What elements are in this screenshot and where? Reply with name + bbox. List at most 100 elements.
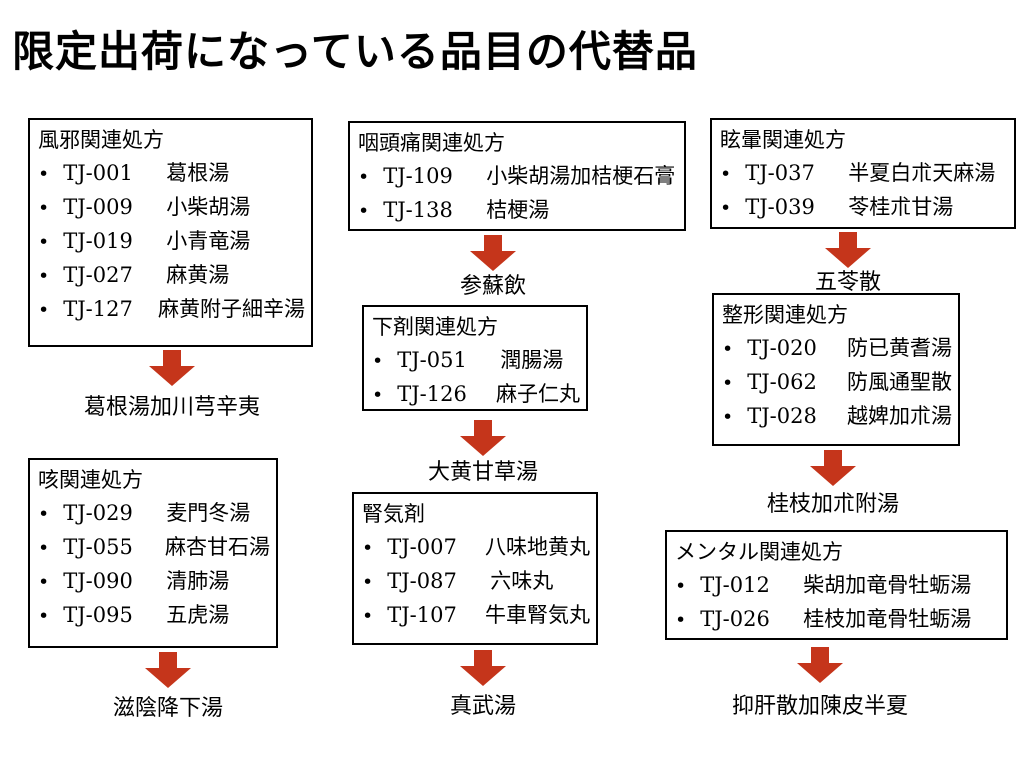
- formula-name: 牛車腎気丸: [485, 603, 590, 627]
- tj-code: TJ-027: [63, 263, 133, 287]
- prescription-list: TJ-029 麦門冬湯 TJ-055 麻杏甘石湯 TJ-090 清肺湯 TJ-095 五…: [38, 497, 270, 633]
- formula-name: 小青竜湯: [166, 229, 251, 253]
- down-arrow-icon: [460, 420, 506, 456]
- prescription-list: TJ-051 潤腸湯 TJ-126 麻子仁丸: [372, 344, 580, 412]
- formula-name: 麻黄湯: [166, 263, 230, 287]
- alternative-label: 大黄甘草湯: [427, 459, 538, 484]
- prescription-box-sore-throat: 咽頭痛関連処方 TJ-109 小柴胡湯加桔梗石膏 TJ-138 桔梗湯: [348, 121, 686, 231]
- alternative-label: 真武湯: [449, 693, 516, 718]
- list-item: TJ-107 牛車腎気丸: [362, 599, 590, 633]
- formula-name: 麻杏甘石湯: [165, 535, 270, 559]
- formula-name: 小柴胡湯加桔梗石膏: [486, 164, 676, 188]
- list-item: TJ-087 六味丸: [362, 565, 590, 599]
- formula-name: 苓桂朮甘湯: [848, 195, 954, 219]
- formula-name: 麻黄附子細辛湯: [158, 297, 305, 321]
- formula-name: 防已黄耆湯: [847, 336, 952, 360]
- down-arrow-icon: [797, 647, 843, 683]
- alternative-label: 桂枝加朮附湯: [766, 491, 899, 516]
- down-arrow-icon: [810, 450, 856, 486]
- tj-code: TJ-087: [387, 569, 457, 593]
- list-item: TJ-095 五虎湯: [38, 599, 270, 633]
- box-heading: 整形関連処方: [722, 303, 848, 327]
- tj-code: TJ-009: [63, 195, 133, 219]
- list-item: TJ-062 防風通聖散: [722, 366, 952, 400]
- box-heading: 咽頭痛関連処方: [358, 131, 505, 155]
- formula-name: 麻子仁丸: [496, 382, 580, 406]
- down-arrow-icon: [145, 652, 191, 688]
- down-arrow-icon: [149, 350, 195, 386]
- tj-code: TJ-109: [383, 164, 453, 188]
- formula-name: 葛根湯: [166, 161, 230, 185]
- box-heading: 風邪関連処方: [38, 128, 164, 152]
- prescription-box-laxative: 下剤関連処方 TJ-051 潤腸湯 TJ-126 麻子仁丸: [362, 305, 588, 411]
- prescription-box-orthopedic: 整形関連処方 TJ-020 防已黄耆湯 TJ-062 防風通聖散 TJ-028 越婢加…: [712, 293, 960, 446]
- box-heading: 下剤関連処方: [372, 315, 498, 339]
- formula-name: 五虎湯: [166, 603, 230, 627]
- tj-code: TJ-051: [397, 348, 467, 372]
- tj-code: TJ-107: [387, 603, 457, 627]
- tj-code: TJ-095: [63, 603, 133, 627]
- tj-code: TJ-127: [63, 297, 133, 321]
- tj-code: TJ-138: [383, 198, 453, 222]
- tj-code: TJ-090: [63, 569, 133, 593]
- tj-code: TJ-020: [747, 336, 817, 360]
- down-arrow-icon: [460, 650, 506, 686]
- prescription-box-cough: 咳関連処方 TJ-029 麦門冬湯 TJ-055 麻杏甘石湯 TJ-090 清肺湯 T…: [28, 458, 278, 648]
- list-item: TJ-126 麻子仁丸: [372, 378, 580, 412]
- alternative-label: 参蘇飲: [459, 273, 526, 298]
- formula-name: 半夏白朮天麻湯: [848, 161, 996, 185]
- formula-name: 清肺湯: [166, 569, 230, 593]
- list-item: TJ-039 苓桂朮甘湯: [720, 191, 1008, 225]
- alternative-label: 抑肝散加陳皮半夏: [731, 693, 908, 718]
- box-heading: 咳関連処方: [38, 468, 143, 492]
- tj-code: TJ-026: [700, 607, 770, 631]
- list-item: TJ-127 麻黄附子細辛湯: [38, 293, 305, 327]
- prescription-list: TJ-020 防已黄耆湯 TJ-062 防風通聖散 TJ-028 越婢加朮湯: [722, 332, 952, 434]
- alternative-label: 五苓散: [814, 269, 881, 294]
- formula-name: 越婢加朮湯: [847, 404, 952, 428]
- tj-code: TJ-055: [63, 535, 133, 559]
- tj-code: TJ-037: [745, 161, 815, 185]
- down-arrow-icon: [470, 235, 516, 271]
- box-heading: 腎気剤: [362, 502, 425, 526]
- tj-code: TJ-062: [747, 370, 817, 394]
- list-item: TJ-026 桂枝加竜骨牡蛎湯: [675, 603, 1000, 637]
- formula-name: 六味丸: [490, 569, 554, 593]
- list-item: TJ-028 越婢加朮湯: [722, 400, 952, 434]
- alternative-label: 葛根湯加川芎辛夷: [83, 394, 260, 419]
- slide-title: 限定出荷になっている品目の代替品: [12, 28, 698, 75]
- list-item: TJ-020 防已黄耆湯: [722, 332, 952, 366]
- tj-code: TJ-028: [747, 404, 817, 428]
- prescription-list: TJ-109 小柴胡湯加桔梗石膏 TJ-138 桔梗湯: [358, 160, 678, 228]
- formula-name: 潤腸湯: [500, 348, 564, 372]
- alternative-label: 滋陰降下湯: [112, 695, 223, 720]
- formula-name: 桂枝加竜骨牡蛎湯: [803, 607, 972, 631]
- down-arrow-icon: [825, 232, 871, 268]
- list-item: TJ-055 麻杏甘石湯: [38, 531, 270, 565]
- formula-name: 防風通聖散: [847, 370, 952, 394]
- list-item: TJ-029 麦門冬湯: [38, 497, 270, 531]
- tj-code: TJ-039: [745, 195, 815, 219]
- list-item: TJ-090 清肺湯: [38, 565, 270, 599]
- tj-code: TJ-007: [387, 535, 457, 559]
- formula-name: 桔梗湯: [486, 198, 550, 222]
- list-item: TJ-051 潤腸湯: [372, 344, 580, 378]
- list-item: TJ-027 麻黄湯: [38, 259, 305, 293]
- prescription-list: TJ-037 半夏白朮天麻湯 TJ-039 苓桂朮甘湯: [720, 157, 1008, 225]
- tj-code: TJ-029: [63, 501, 133, 525]
- tj-code: TJ-126: [397, 382, 467, 406]
- box-heading: メンタル関連処方: [675, 540, 843, 564]
- formula-name: 小柴胡湯: [166, 195, 251, 219]
- tj-code: TJ-012: [700, 573, 770, 597]
- formula-name: 麦門冬湯: [166, 501, 251, 525]
- list-item: TJ-138 桔梗湯: [358, 194, 678, 228]
